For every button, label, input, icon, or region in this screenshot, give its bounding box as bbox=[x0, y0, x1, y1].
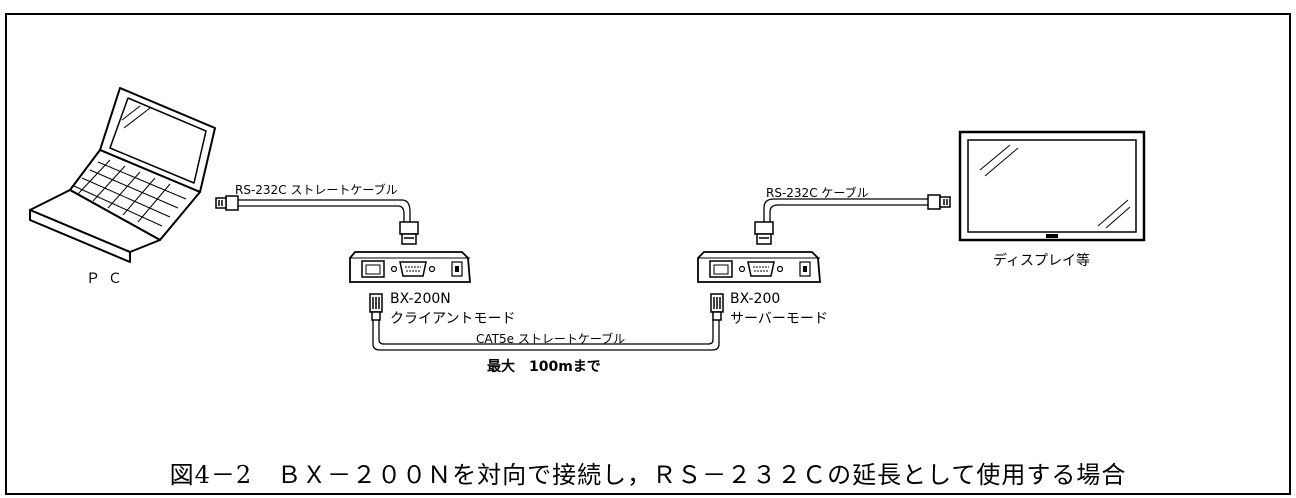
laptop-icon bbox=[29, 87, 216, 263]
display-label: ディスプレイ等 bbox=[993, 253, 1091, 269]
pc-label: ＰＣ bbox=[86, 271, 130, 287]
server-unit-mode: サーバーモード bbox=[730, 311, 828, 327]
pc-cable-label: RS-232C ストレートケーブル bbox=[235, 183, 398, 197]
rj45-plug-client bbox=[369, 293, 383, 321]
cat5e-straight-cable bbox=[372, 320, 720, 351]
db9-connector-pc-side bbox=[215, 195, 239, 211]
rj45-plug-server bbox=[710, 293, 724, 321]
server-unit-model: BX-200 bbox=[730, 291, 781, 307]
bx200n-client-unit bbox=[349, 251, 471, 283]
db9-connector-display-side bbox=[927, 194, 951, 210]
db9-connector-server-side bbox=[754, 221, 774, 245]
cat5e-cable-label: CAT5e ストレートケーブル bbox=[476, 332, 626, 346]
bx200-server-unit bbox=[697, 251, 821, 283]
max-length-note: 最大 100mまで bbox=[487, 359, 601, 375]
monitor-icon bbox=[958, 130, 1146, 242]
client-unit-model: BX-200N bbox=[390, 291, 451, 307]
client-unit-mode: クライアントモード bbox=[390, 311, 516, 327]
figure-border bbox=[5, 13, 1291, 495]
display-cable-label: RS-232C ケーブル bbox=[766, 186, 869, 200]
figure-caption: 図4－2 ＢＸ－２００Ｎを対向で接続し，ＲＳ－２３２Ｃの延長として使用する場合 bbox=[169, 461, 1127, 489]
rs232c-straight-cable bbox=[236, 199, 411, 222]
rs232c-cable bbox=[763, 198, 930, 222]
db9-connector-client-side bbox=[399, 221, 419, 245]
